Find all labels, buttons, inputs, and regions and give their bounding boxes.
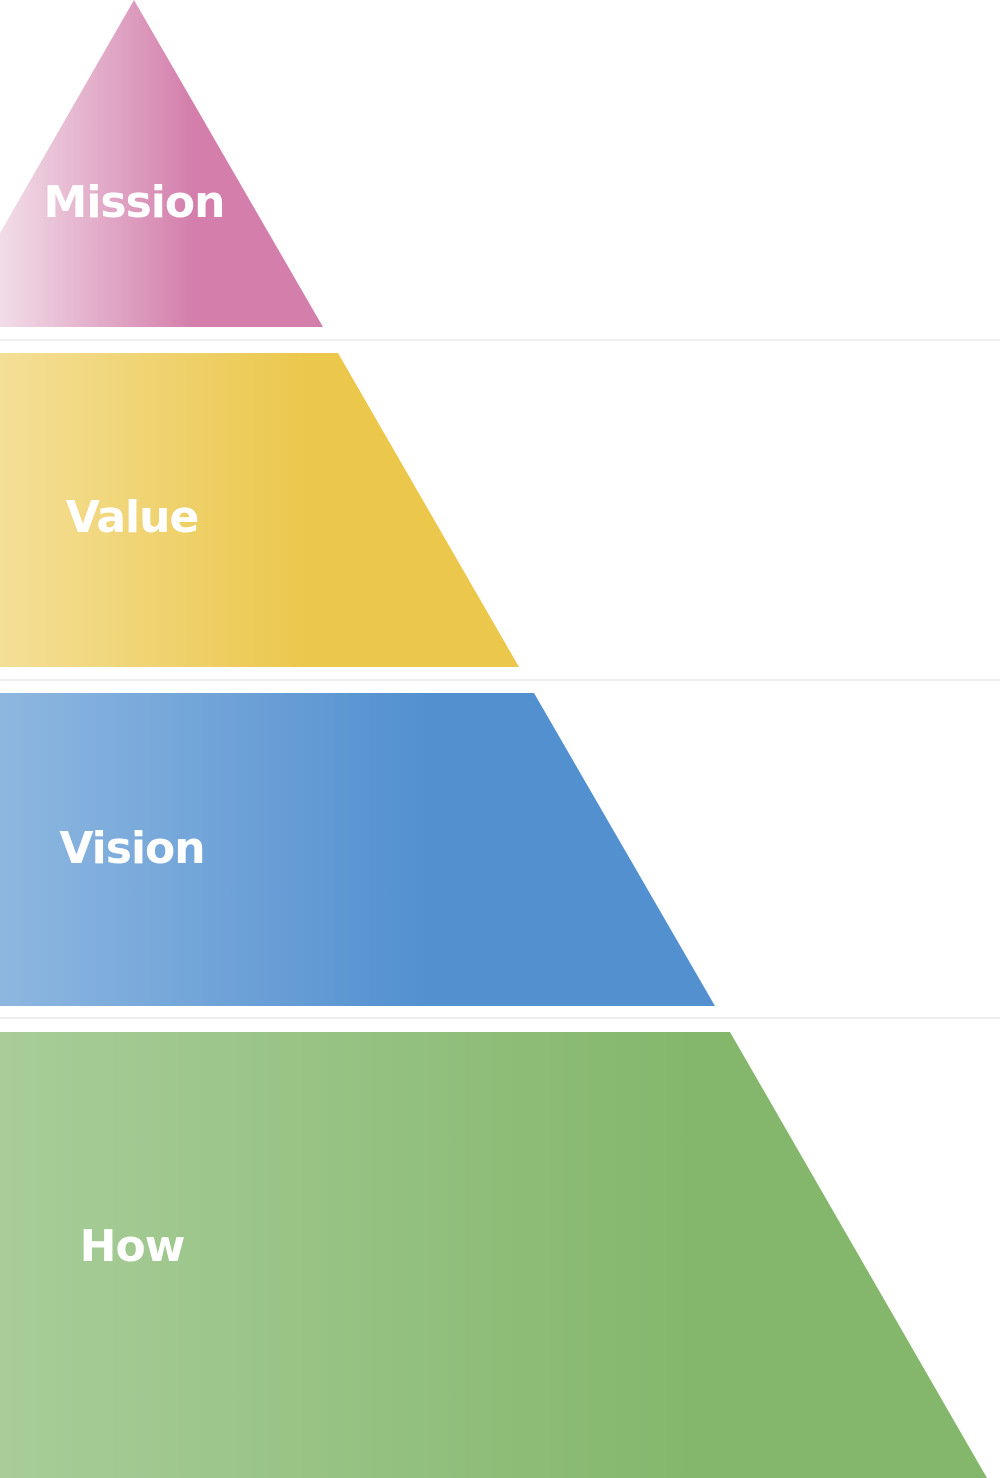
tier-vision: Vision xyxy=(0,693,715,1006)
tier-vision-label: Vision xyxy=(59,823,204,874)
tier-value: Value xyxy=(0,353,519,667)
tier-how: How xyxy=(0,1032,987,1478)
tier-mission: Mission xyxy=(0,0,323,327)
tier-how-shape xyxy=(0,1032,987,1478)
tier-mission-shape xyxy=(0,0,323,327)
tier-how-label: How xyxy=(80,1221,185,1272)
tier-value-shape xyxy=(0,353,519,667)
tier-mission-label: Mission xyxy=(44,177,225,228)
tier-vision-shape xyxy=(0,693,715,1006)
tier-value-label: Value xyxy=(66,492,199,543)
